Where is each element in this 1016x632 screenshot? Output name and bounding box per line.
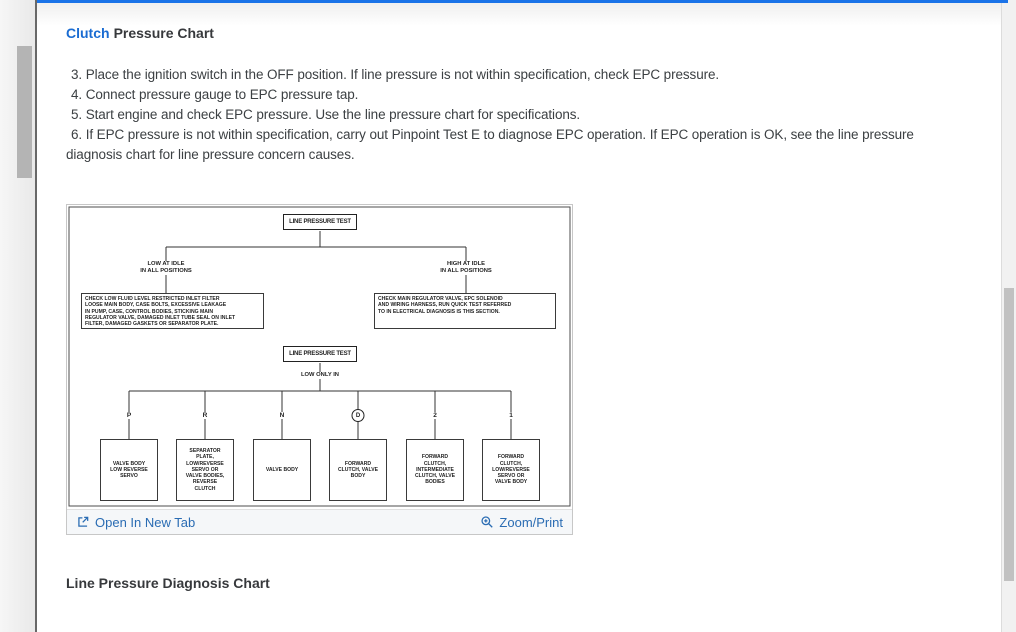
- zoom-in-icon: [480, 515, 494, 529]
- flowchart-image: LINE PRESSURE TEST LOW AT IDLE IN ALL PO…: [67, 205, 572, 509]
- open-in-new-tab-link[interactable]: Open In New Tab: [76, 515, 195, 530]
- figure-footer: Open In New Tab Zoom/Print: [67, 509, 572, 534]
- panel-divider[interactable]: [35, 0, 37, 632]
- page-title-text: Pressure Chart: [113, 25, 214, 41]
- open-in-new-tab-icon: [76, 515, 90, 529]
- procedure-steps: 3. Place the ignition switch in the OFF …: [66, 65, 964, 165]
- step-item: 3. Place the ignition switch in the OFF …: [71, 67, 720, 82]
- gear-label-1: 1: [507, 412, 515, 419]
- flowchart-retest-condition: LOW ONLY IN: [298, 372, 342, 379]
- flowchart-connectors: [68, 206, 571, 507]
- figure-panel: LINE PRESSURE TEST LOW AT IDLE IN ALL PO…: [66, 204, 573, 535]
- cause-box: SEPARATOR PLATE, LOW/REVERSE SERVO OR VA…: [176, 439, 234, 501]
- section-heading-line-pressure-diagnosis: Line Pressure Diagnosis Chart: [66, 575, 270, 591]
- cause-box: FORWARD CLUTCH, INTERMEDIATE CLUTCH, VAL…: [406, 439, 464, 501]
- open-in-new-tab-label: Open In New Tab: [95, 514, 196, 530]
- flowchart-condition-low: LOW AT IDLE IN ALL POSITIONS: [138, 261, 194, 275]
- cause-box: FORWARD CLUTCH, VALVE BODY: [329, 439, 387, 501]
- right-scrollbar[interactable]: [1001, 0, 1016, 632]
- step-item: 5. Start engine and check EPC pressure. …: [71, 107, 581, 122]
- cause-box: FORWARD CLUTCH, LOW/REVERSE SERVO OR VAL…: [482, 439, 540, 501]
- zoom-print-link[interactable]: Zoom/Print: [480, 515, 563, 530]
- cause-box: VALVE BODY LOW REVERSE SERVO: [100, 439, 158, 501]
- zoom-print-label: Zoom/Print: [499, 514, 563, 530]
- flowchart-condition-high: HIGH AT IDLE IN ALL POSITIONS: [438, 261, 494, 275]
- gear-label-r: R: [200, 412, 210, 419]
- flowchart-action-low: CHECK LOW FLUID LEVEL RESTRICTED INLET F…: [81, 293, 264, 329]
- right-scrollbar-thumb[interactable]: [1004, 288, 1014, 581]
- flowchart-root-box: LINE PRESSURE TEST: [283, 214, 357, 230]
- step-item: 6. If EPC pressure is not within specifi…: [66, 127, 914, 162]
- gear-label-n: N: [277, 412, 287, 419]
- gear-label-p: P: [124, 412, 134, 419]
- left-scroll-rail: [0, 0, 35, 632]
- gear-label-d-circled: D: [351, 409, 365, 422]
- top-shadow: [37, 0, 1001, 26]
- flowchart-action-high: CHECK MAIN REGULATOR VALVE, EPC SOLENOID…: [374, 293, 556, 329]
- top-accent-bar: [37, 0, 1008, 3]
- clutch-link[interactable]: Clutch: [66, 25, 110, 41]
- flowchart-retest-box: LINE PRESSURE TEST: [283, 346, 357, 362]
- left-scrollbar-thumb[interactable]: [17, 46, 32, 178]
- gear-label-2: 2: [431, 412, 439, 419]
- step-item: 4. Connect pressure gauge to EPC pressur…: [71, 87, 359, 102]
- cause-box: VALVE BODY: [253, 439, 311, 501]
